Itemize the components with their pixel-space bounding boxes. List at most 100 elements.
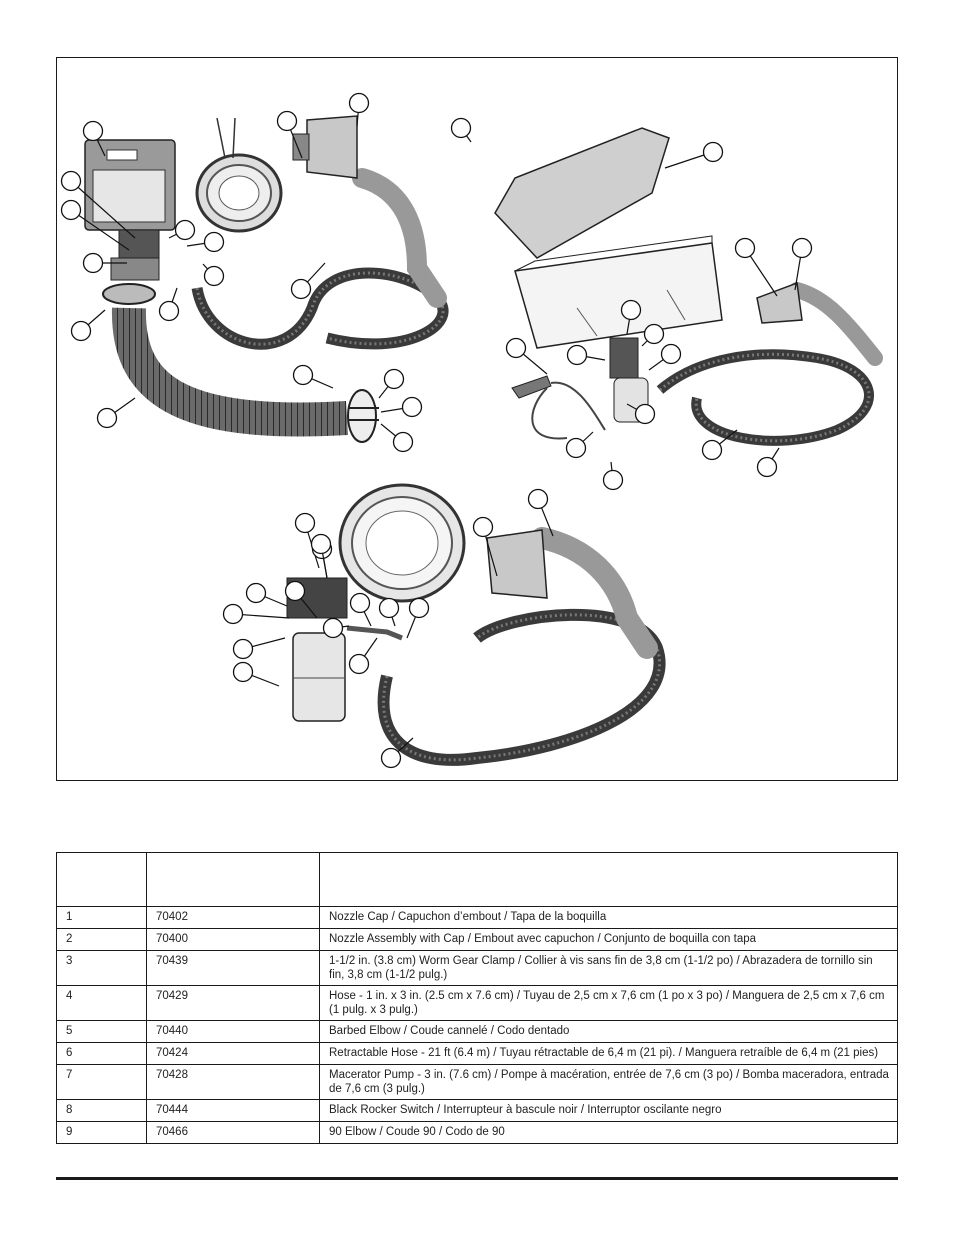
callout-circle	[408, 597, 430, 619]
wire-coil-icon	[338, 483, 466, 603]
row-part-no: 70428	[146, 1064, 320, 1100]
table-row: 6 70424 Retractable Hose - 21 ft (6.4 m)…	[56, 1042, 898, 1065]
callout-circle	[294, 512, 316, 534]
row-number: 9	[56, 1121, 147, 1144]
header-part-no	[146, 852, 320, 907]
table-row: 1 70402 Nozzle Cap / Capuchon d’embout /…	[56, 906, 898, 929]
callout-circle	[505, 337, 527, 359]
row-number: 4	[56, 985, 147, 1021]
callout-circle	[380, 747, 402, 769]
callout-leader	[70, 209, 130, 251]
callout-circle	[383, 368, 405, 390]
callout-circle	[348, 653, 370, 675]
header-description	[319, 852, 898, 907]
row-description: Hose - 1 in. x 3 in. (2.5 cm x 7.6 cm) /…	[319, 985, 898, 1021]
table-row: 2 70400 Nozzle Assembly with Cap / Embou…	[56, 928, 898, 951]
callout-circle	[232, 638, 254, 660]
nozzle-elbow-bottom-icon	[531, 527, 658, 659]
row-part-no: 70402	[146, 906, 320, 929]
row-part-no: 70440	[146, 1020, 320, 1043]
nozzle-elbow-icon	[352, 168, 447, 308]
nozzle-cap-icon	[347, 389, 379, 443]
table-header-row	[56, 852, 898, 907]
callout-circle	[96, 407, 118, 429]
parts-table: 1 70402 Nozzle Cap / Capuchon d’embout /…	[56, 852, 898, 1144]
callout-circle	[284, 580, 306, 602]
callout-circle	[82, 120, 104, 142]
callout-circle	[60, 170, 82, 192]
callout-circle	[232, 661, 254, 683]
nozzle-assembly-small-icon	[756, 281, 803, 324]
parts-diagram	[60, 92, 883, 769]
barbed-elbow-icon	[346, 625, 403, 641]
row-number: 5	[56, 1020, 147, 1043]
callout-leader	[70, 180, 136, 239]
row-number: 7	[56, 1064, 147, 1100]
row-part-no: 70429	[146, 985, 320, 1021]
row-part-no: 70466	[146, 1121, 320, 1144]
callout-circle	[602, 469, 624, 491]
table-row: 7 70428 Macerator Pump - 3 in. (7.6 cm) …	[56, 1064, 898, 1100]
callout-circle	[791, 237, 813, 259]
table-row: 8 70444 Black Rocker Switch / Interrupte…	[56, 1099, 898, 1122]
row-part-no: 70444	[146, 1099, 320, 1122]
row-number: 6	[56, 1042, 147, 1065]
callout-circle	[643, 323, 665, 345]
nozzle-assembly-icon	[292, 115, 358, 179]
storage-case-icon	[494, 127, 723, 349]
table-row: 4 70429 Hose - 1 in. x 3 in. (2.5 cm x 7…	[56, 985, 898, 1021]
callout-circle	[174, 219, 196, 241]
callout-circle	[472, 516, 494, 538]
footer-rule	[56, 1177, 898, 1180]
row-number: 3	[56, 950, 147, 986]
callout-circle	[620, 299, 642, 321]
callout-circle	[276, 110, 298, 132]
row-part-no: 70400	[146, 928, 320, 951]
header-number	[56, 852, 147, 907]
callout-circle	[401, 396, 423, 418]
nozzle-assembly-bottom-icon	[486, 529, 548, 599]
row-description: Nozzle Assembly with Cap / Embout avec c…	[319, 928, 898, 951]
row-part-no: 70424	[146, 1042, 320, 1065]
coiled-cable-icon	[195, 117, 283, 233]
callout-circle	[378, 597, 400, 619]
callout-circle	[527, 488, 549, 510]
callout-circle	[349, 592, 371, 614]
row-description: Retractable Hose - 21 ft (6.4 m) / Tuyau…	[319, 1042, 898, 1065]
row-number: 8	[56, 1099, 147, 1122]
row-description: Barbed Elbow / Coude cannelé / Codo dent…	[319, 1020, 898, 1043]
callout-circle	[392, 431, 414, 453]
control-box-icon	[84, 139, 176, 231]
callout-circle	[734, 237, 756, 259]
callout-circle	[203, 265, 225, 287]
row-part-no: 70439	[146, 950, 320, 986]
callout-circle	[82, 252, 104, 274]
callout-circle	[702, 141, 724, 163]
row-number: 2	[56, 928, 147, 951]
callout-circle	[565, 437, 587, 459]
callout-circle	[348, 92, 370, 114]
row-number: 1	[56, 906, 147, 929]
callout-circle	[158, 300, 180, 322]
callout-circle	[634, 403, 656, 425]
callout-circle	[756, 456, 778, 478]
retractable-hose-icon	[191, 267, 449, 350]
callout-circle	[701, 439, 723, 461]
callout-circle	[450, 117, 472, 139]
macerator-pump-icon	[102, 229, 160, 305]
callout-group	[60, 92, 813, 769]
corrugated-hose-icon	[111, 307, 348, 437]
row-description: Black Rocker Switch / Interrupteur à bas…	[319, 1099, 898, 1122]
row-description: Macerator Pump - 3 in. (7.6 cm) / Pompe …	[319, 1064, 898, 1100]
callout-circle	[660, 343, 682, 365]
callout-circle	[222, 603, 244, 625]
callout-circle	[310, 533, 332, 555]
callout-circle	[60, 199, 82, 221]
row-description: 90 Elbow / Coude 90 / Codo de 90	[319, 1121, 898, 1144]
nozzle-elbow-small-icon	[789, 282, 883, 366]
row-description: 1-1/2 in. (3.8 cm) Worm Gear Clamp / Col…	[319, 950, 898, 986]
table-row: 5 70440 Barbed Elbow / Coude cannelé / C…	[56, 1020, 898, 1043]
retractable-hose-coil-icon	[656, 349, 874, 446]
battery-clips-icon	[511, 375, 606, 440]
row-description: Nozzle Cap / Capuchon d’embout / Tapa de…	[319, 906, 898, 929]
